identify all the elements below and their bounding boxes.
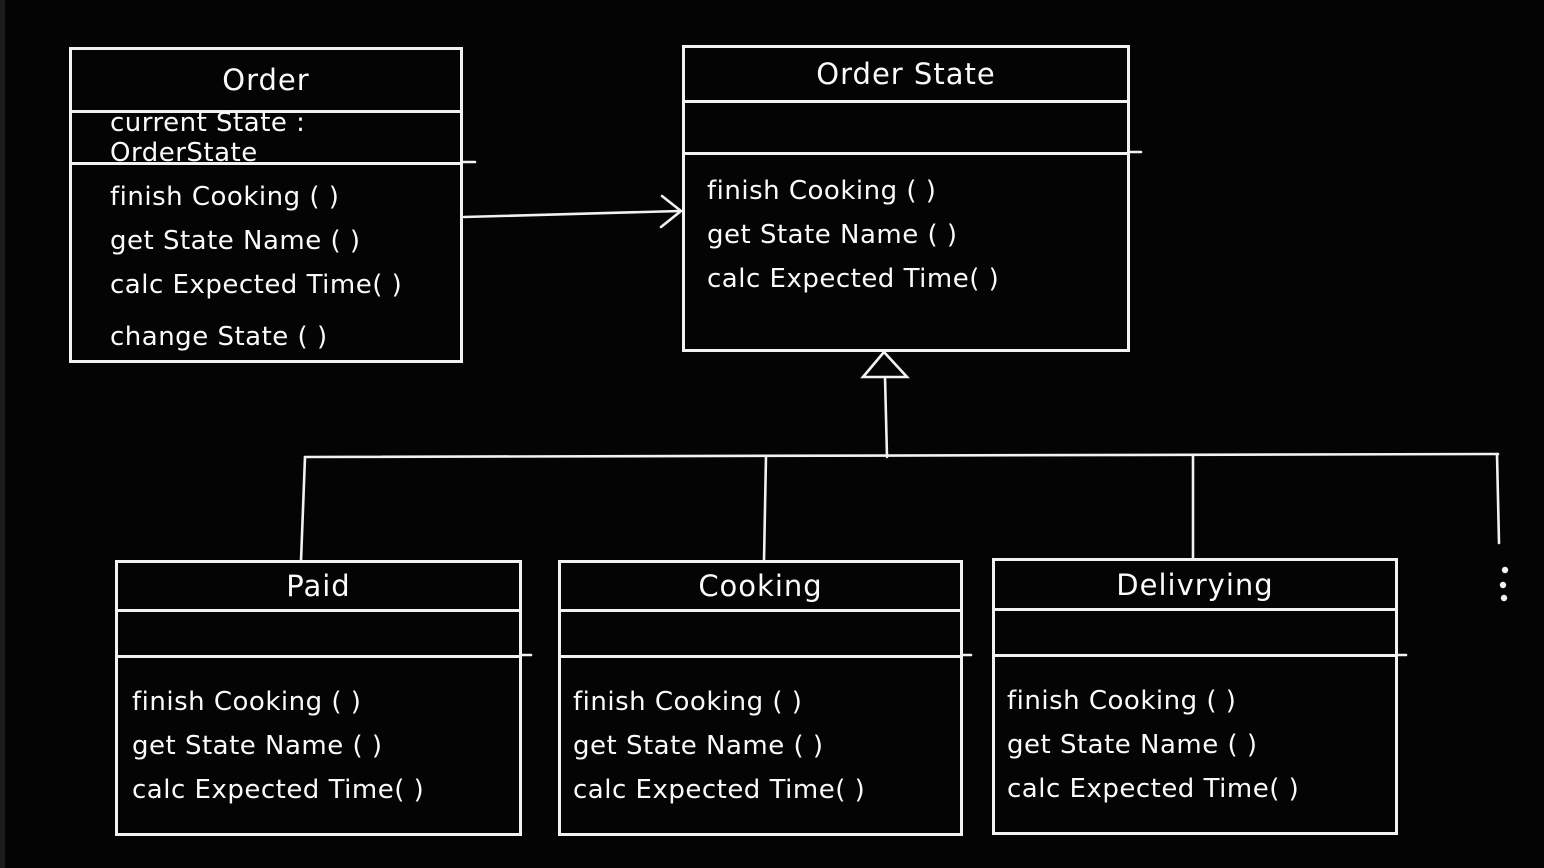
method-line: finish Cooking ( ) — [132, 687, 362, 717]
more-states-ellipsis-icon[interactable] — [1499, 566, 1509, 602]
class-title-order: Order — [72, 50, 460, 113]
method-line: calc Expected Time( ) — [573, 775, 866, 805]
method-line: calc Expected Time( ) — [1007, 774, 1300, 804]
method-line: get State Name ( ) — [707, 220, 958, 250]
method-line: get State Name ( ) — [573, 731, 824, 761]
method-line: calc Expected Time( ) — [132, 775, 425, 805]
class-title-cooking: Cooking — [561, 563, 960, 612]
class-box-paid[interactable]: Paid finish Cooking ( ) get State Name (… — [115, 560, 522, 836]
class-box-orderstate[interactable]: Order State finish Cooking ( ) get State… — [682, 45, 1130, 352]
class-title-paid: Paid — [118, 563, 519, 612]
class-methods-order: finish Cooking ( ) get State Name ( ) ca… — [72, 165, 460, 359]
method-line: calc Expected Time( ) — [110, 270, 403, 300]
hollow-triangle-icon — [860, 350, 910, 379]
method-line: calc Expected Time( ) — [707, 264, 1000, 294]
method-line: change State ( ) — [110, 322, 328, 352]
class-attributes-orderstate — [685, 103, 1127, 155]
class-attributes-delivrying — [995, 611, 1395, 657]
generalization-connector[interactable] — [299, 350, 1501, 563]
method-line: finish Cooking ( ) — [110, 182, 340, 212]
method-line: finish Cooking ( ) — [573, 687, 803, 717]
inheritance-rail-line — [303, 452, 1500, 459]
association-arrow-order-to-orderstate[interactable] — [462, 194, 684, 229]
canvas-edge-strip — [0, 0, 5, 868]
method-line: get State Name ( ) — [1007, 730, 1258, 760]
class-methods-delivrying: finish Cooking ( ) get State Name ( ) ca… — [995, 657, 1395, 811]
drop-line-more-states — [1495, 452, 1501, 545]
drop-line-cooking — [762, 454, 768, 563]
drop-line-paid — [299, 455, 307, 563]
method-line: get State Name ( ) — [132, 731, 383, 761]
inheritance-trunk-line — [883, 375, 889, 459]
class-attributes-paid — [118, 612, 519, 658]
class-title-delivrying: Delivrying — [995, 561, 1395, 611]
class-title-orderstate: Order State — [685, 48, 1127, 103]
class-attributes-cooking — [561, 612, 960, 658]
method-line: finish Cooking ( ) — [707, 176, 937, 206]
attribute-line: current State : OrderState — [110, 107, 306, 168]
method-line: get State Name ( ) — [110, 226, 361, 256]
class-box-delivrying[interactable]: Delivrying finish Cooking ( ) get State … — [992, 558, 1398, 835]
class-methods-orderstate: finish Cooking ( ) get State Name ( ) ca… — [685, 155, 1127, 301]
open-arrowhead-icon — [659, 194, 684, 229]
class-box-order[interactable]: Order current State : OrderState finish … — [69, 47, 463, 363]
method-line: finish Cooking ( ) — [1007, 686, 1237, 716]
class-methods-paid: finish Cooking ( ) get State Name ( ) ca… — [118, 658, 519, 812]
class-attributes-order: current State : OrderState — [72, 108, 460, 168]
class-box-cooking[interactable]: Cooking finish Cooking ( ) get State Nam… — [558, 560, 963, 836]
association-line — [462, 209, 682, 219]
class-methods-cooking: finish Cooking ( ) get State Name ( ) ca… — [561, 658, 960, 812]
